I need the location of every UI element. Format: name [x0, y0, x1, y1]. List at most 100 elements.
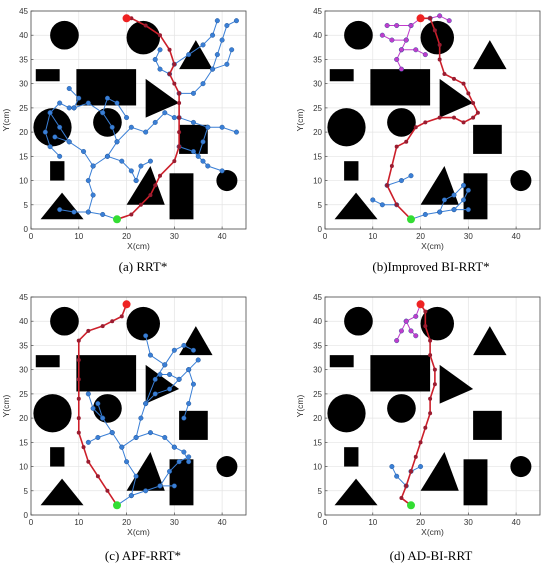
path-node [172, 159, 177, 164]
tree-node [152, 56, 158, 62]
x-tick-label: 30 [464, 518, 473, 527]
obstacle-circle [126, 306, 160, 341]
x-tick-label: 20 [416, 232, 425, 241]
x-tick-label: 10 [368, 232, 377, 241]
goal-marker [122, 14, 131, 23]
obstacle-circle [344, 306, 373, 336]
tree-node [47, 144, 53, 150]
tree-node [389, 464, 395, 470]
tree-branch [439, 185, 464, 213]
tree-node [461, 197, 467, 203]
path-node [423, 309, 428, 314]
tree-node [408, 173, 414, 179]
tree2-node [394, 338, 400, 344]
tree-node [90, 405, 96, 411]
tree-node [52, 134, 58, 140]
path-node [437, 42, 442, 47]
obstacle-circle [510, 456, 532, 478]
tree2-node [413, 333, 419, 339]
x-tick-label: 30 [170, 518, 179, 527]
y-tick-label: 15 [313, 438, 322, 447]
tree-node [152, 376, 158, 382]
y-tick-label: 45 [313, 7, 322, 16]
obstacle-triangle [473, 40, 507, 70]
tree-node [181, 415, 187, 421]
obstacle-triangle [40, 478, 84, 506]
tree-node [143, 129, 149, 135]
tree-node [186, 367, 192, 373]
tree-node [104, 153, 110, 159]
y-axis-label: Y(cm) [1, 395, 11, 418]
tree-node [200, 42, 206, 48]
obstacle-circle [126, 20, 160, 55]
tree-node [190, 148, 196, 154]
path-node [428, 353, 433, 358]
path-node [452, 76, 456, 81]
y-tick-label: 5 [318, 201, 323, 210]
y-axis-label: Y(cm) [295, 109, 305, 132]
tree-node [379, 202, 385, 208]
y-tick-label: 15 [19, 438, 28, 447]
tree-node [451, 207, 457, 213]
tree-node [133, 434, 139, 440]
y-tick-label: 0 [318, 511, 323, 520]
tree-node [190, 90, 196, 96]
path-node [394, 202, 399, 207]
y-tick-label: 35 [19, 55, 28, 64]
y-tick-label: 45 [313, 293, 322, 302]
obstacle-rect [370, 69, 431, 106]
tree-node [176, 459, 182, 465]
tree-node [71, 105, 77, 111]
obstacle-triangle [439, 78, 474, 118]
tree-node [190, 347, 196, 353]
tree-node [176, 376, 182, 382]
tree-branch [183, 369, 194, 419]
path-node [399, 496, 404, 501]
path-node [76, 377, 81, 382]
y-tick-label: 30 [313, 366, 322, 375]
panel-caption: (d) AD-BI-RRT [390, 548, 473, 563]
path-node [81, 445, 86, 450]
path-node [177, 91, 182, 96]
x-tick-label: 10 [368, 518, 377, 527]
tree-node [157, 47, 163, 53]
path-node [428, 16, 433, 21]
path-node [423, 120, 428, 125]
path-node [428, 411, 433, 416]
tree-node [451, 192, 457, 198]
y-axis-label: Y(cm) [1, 109, 11, 132]
tree-node [90, 192, 96, 198]
obstacle-triangle [334, 478, 378, 506]
path-node [148, 193, 153, 198]
goal-marker [416, 14, 425, 23]
tree-node [181, 449, 187, 455]
goal-marker [416, 300, 425, 309]
start-marker [113, 215, 121, 224]
tree-node [214, 52, 220, 58]
path-node [475, 110, 480, 115]
tree-node [85, 391, 91, 397]
tree-branch [159, 456, 189, 487]
x-tick-label: 40 [512, 518, 521, 527]
path-node [385, 183, 390, 188]
tree-node [186, 459, 192, 465]
tree-node [57, 100, 63, 106]
tree-node [200, 81, 206, 87]
tree-node [171, 483, 177, 489]
tree2-node [398, 47, 404, 53]
tree-node [219, 37, 225, 43]
x-axis-label: X(cm) [127, 241, 150, 251]
obstacle-circle [510, 170, 532, 192]
tree-node [138, 163, 144, 169]
path-node [76, 396, 81, 401]
tree-node [143, 333, 149, 339]
x-tick-label: 0 [29, 232, 34, 241]
tree-node [42, 129, 48, 135]
obstacle-rect [463, 173, 488, 220]
x-tick-label: 0 [323, 232, 328, 241]
y-tick-label: 0 [24, 225, 29, 234]
tree-node [167, 372, 173, 378]
tree-node [57, 153, 63, 159]
obstacle-rect [50, 161, 65, 181]
